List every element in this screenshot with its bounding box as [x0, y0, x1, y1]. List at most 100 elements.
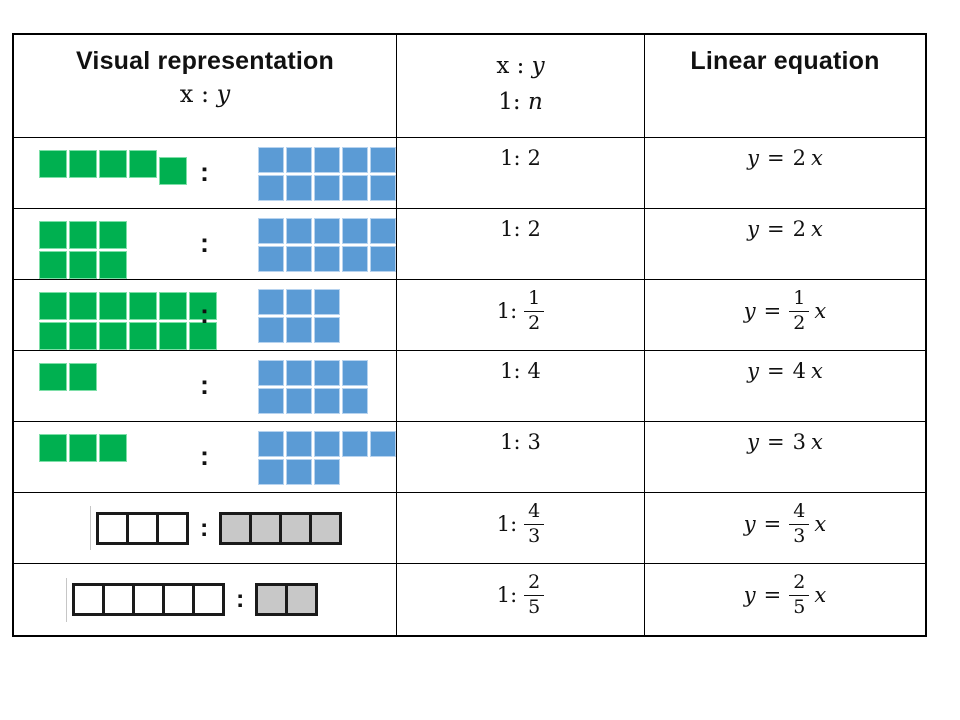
block-row [38, 250, 128, 279]
unit-square [126, 511, 159, 545]
unit-square [370, 246, 396, 272]
fraction-numerator: 1 [789, 287, 810, 312]
unit-square [314, 317, 340, 343]
equation-x: x [814, 512, 827, 537]
unit-square [314, 360, 340, 386]
unit-square [286, 360, 312, 386]
unit-square [39, 322, 67, 350]
unit-square [285, 583, 319, 616]
header-ratio-column: x : y 1: n [397, 35, 645, 138]
equals-sign: = [767, 217, 785, 241]
unit-square [342, 147, 368, 173]
unit-square [39, 434, 67, 462]
unit-square [286, 459, 312, 485]
unit-square [370, 218, 396, 244]
unit-square [314, 459, 340, 485]
coefficient: 3 [792, 430, 806, 454]
unit-square [39, 363, 67, 391]
unit-square [258, 388, 284, 414]
coefficient: 2 [527, 146, 541, 170]
unit-square [286, 175, 312, 201]
block-row [38, 220, 128, 250]
block-row [38, 291, 218, 321]
outlined-visual: : [14, 493, 396, 563]
fraction-denominator: 3 [528, 524, 541, 547]
unit-square [258, 459, 284, 485]
ratio-prefix: 1: [500, 146, 521, 170]
unit-square [69, 363, 97, 391]
equals-sign: = [767, 146, 785, 170]
ratio-cell: 1:4 [397, 351, 645, 422]
ratio-prefix: 1: [496, 299, 518, 324]
unit-square [96, 511, 129, 545]
fraction-denominator: 5 [528, 595, 541, 618]
equation-y: y [743, 583, 756, 608]
unit-square [159, 322, 187, 350]
unit-square [132, 583, 165, 616]
unit-square [69, 434, 97, 462]
header-visual-ratio-label: x : y [179, 80, 231, 108]
unit-square [258, 147, 284, 173]
outlined-visual: : [14, 564, 396, 635]
unit-square [189, 322, 217, 350]
unit-square [258, 360, 284, 386]
unit-square [129, 322, 157, 350]
ratio-cell: 1:2 [397, 138, 645, 209]
unit-square [99, 150, 127, 178]
unit-square [286, 388, 312, 414]
block-row [257, 174, 396, 202]
ratio-prefix: 1: [500, 430, 521, 454]
unit-square [286, 218, 312, 244]
visual-cell: : [14, 209, 397, 280]
unit-square [258, 246, 284, 272]
unit-square [99, 251, 127, 279]
unit-square [370, 147, 396, 173]
unit-square [314, 218, 340, 244]
block-row [38, 149, 188, 185]
unit-square [342, 431, 368, 457]
fraction-numerator: 2 [789, 571, 810, 596]
unit-square [342, 175, 368, 201]
fraction-denominator: 2 [793, 311, 806, 334]
unit-square [342, 360, 368, 386]
unit-square [219, 511, 253, 545]
block-row [219, 511, 343, 545]
coefficient: 3 [527, 430, 541, 454]
unit-square [69, 221, 97, 249]
unit-square [72, 583, 105, 616]
block-group-left [38, 433, 128, 463]
block-row [38, 433, 128, 463]
block-row [257, 245, 396, 273]
unit-square [102, 583, 135, 616]
unit-square [99, 292, 127, 320]
unit-square [286, 147, 312, 173]
header-equation-title: Linear equation [690, 47, 880, 75]
unit-square [314, 289, 340, 315]
equation-x: x [811, 359, 823, 383]
unit-square [258, 175, 284, 201]
equation-y: y [743, 512, 756, 537]
coefficient: 2 [527, 217, 541, 241]
unit-square [189, 292, 217, 320]
coefficient: 2 [792, 146, 806, 170]
ratio-colon: : [200, 440, 209, 471]
equals-sign: = [763, 512, 782, 537]
header-visual-title: Visual representation [76, 47, 334, 75]
unit-square [342, 218, 368, 244]
